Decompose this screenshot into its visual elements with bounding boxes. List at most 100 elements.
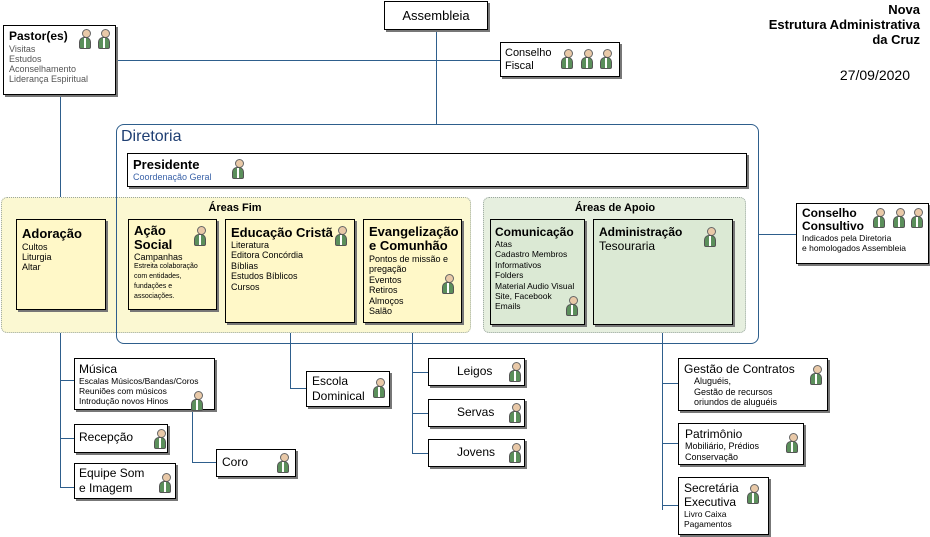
gestao-contratos-title: Gestão de Contratos [684,362,795,376]
person-icon [561,49,573,69]
evangelizacao-title-1: Evangelização [369,224,459,239]
gestao-contratos-item: Gestão de recursos [694,386,773,397]
line-to-gestao [662,383,678,384]
musica-items: Escalas Músicos/Bandas/Coros Reuniões co… [79,376,214,406]
escola-dominical-box[interactable]: Escola Dominical [306,371,390,407]
musica-item: Reuniões com músicos [79,386,167,396]
patrimonio-item: Mobiliário, Prédios [685,441,760,451]
line-musica-coro [192,410,193,462]
person-icon [79,29,91,49]
coro-box[interactable]: Coro [216,449,296,477]
line-to-escola [290,388,306,389]
person-icon [277,453,289,473]
evangelizacao-item: Eventos [369,274,402,285]
adoracao-item: Cultos [22,242,48,252]
educacao-crista-items: Literatura Editora Concórdia Bíblias Est… [231,240,354,292]
comunicacao-item: Emails [495,301,521,312]
administracao-sub: Tesouraria [599,239,656,253]
recepcao-label: Recepção [79,430,134,444]
line-to-servas [412,413,428,414]
jovens-label: Jovens [457,445,496,459]
evangelizacao-item: Pontos de missão e [369,254,449,264]
line-diretoria-consultivo [758,234,796,235]
line-educacao-escola [290,324,291,388]
person-icon [704,227,716,247]
evangelizacao-item: pregação [369,264,407,275]
conselho-consultivo-desc-2: e homologados Assembleia [802,243,906,253]
person-icon [911,208,923,228]
acao-social-desc-line: fundações e [134,283,173,290]
recepcao-box[interactable]: Recepção [74,424,168,453]
adoracao-box[interactable]: Adoração Cultos Liturgia Altar [16,219,106,310]
person-icon [373,378,385,398]
gestao-contratos-box[interactable]: Gestão de Contratos Aluguéis, Gestão de … [678,358,828,411]
line-admin-down [662,326,663,510]
person-icon [509,403,521,423]
comunicacao-item: Material Audio Visual [495,280,575,291]
pastor-title: Pastor(es) [9,29,68,43]
diretoria-frame [116,124,759,344]
leigos-box[interactable]: Leigos [428,358,525,386]
title-line-2: Estrutura Administrativa [768,17,920,32]
line-to-equipe [60,487,74,488]
person-icon [786,433,798,453]
comunicacao-item: Informativos [495,259,542,270]
adoracao-title: Adoração [22,226,82,241]
adoracao-item: Altar [22,262,41,272]
evangelizacao-items: Pontos de missão e pregação Eventos Reti… [369,254,461,316]
assembleia-box[interactable]: Assembleia [384,1,488,30]
line-adoracao-down [60,310,61,488]
pastor-item: Visitas [9,44,36,54]
evangelizacao-box[interactable]: Evangelização e Comunhão Pontos de missã… [363,219,462,323]
servas-box[interactable]: Servas [428,399,525,427]
educacao-crista-title: Educação Cristã [231,225,333,240]
conselho-consultivo-box[interactable]: Conselho Consultivo Indicados pela Diret… [796,203,929,264]
acao-social-box[interactable]: Ação Social Campanhas Estreita colaboraç… [128,219,217,310]
person-icon [873,208,885,228]
pastor-item: Estudos [9,54,42,64]
pastor-item: Aconselhamento [9,64,77,74]
secretaria-box[interactable]: Secretária Executiva Livro Caixa Pagamen… [678,477,769,535]
educacao-crista-item: Bíblias [231,260,259,271]
gestao-contratos-items: Aluguéis, Gestão de recursos oriundos de… [684,376,827,408]
secretaria-items: Livro Caixa Pagamentos [684,509,768,529]
evangelizacao-title-2: e Comunhão [369,238,448,253]
educacao-crista-box[interactable]: Educação Cristã Literatura Editora Concó… [225,219,355,323]
acao-social-desc: Estreita colaboração com entidades, fund… [134,262,216,302]
musica-box[interactable]: Música Escalas Músicos/Bandas/Coros Reun… [74,358,215,411]
escola-dominical-line-2: Dominical [312,389,365,403]
secretaria-item: Livro Caixa [684,509,727,519]
acao-social-sub: Campanhas [134,252,183,262]
musica-item: Escalas Músicos/Bandas/Coros [79,376,199,386]
conselho-fiscal-box[interactable]: Conselho Fiscal [500,42,620,77]
gestao-contratos-item: Aluguéis, [694,376,732,386]
comunicacao-item: Atas [495,239,513,249]
pastor-box[interactable]: Pastor(es) Visitas Estudos Aconselhament… [3,25,116,95]
person-icon [509,443,521,463]
person-icon [98,29,110,49]
person-icon [747,484,759,504]
educacao-crista-item: Estudos Bíblicos [231,271,298,282]
assembleia-label: Assembleia [402,8,470,23]
equipe-som-box[interactable]: Equipe Som e Imagem [74,463,176,499]
escola-dominical-line-1: Escola [312,374,349,388]
person-icon [566,296,578,316]
comunicacao-item: Folders [495,270,524,281]
administracao-box[interactable]: Administração Tesouraria [593,219,733,325]
patrimonio-box[interactable]: Patrimônio Mobiliário, Prédios Conservaç… [678,423,804,465]
chart-date: 27/09/2020 [839,67,910,83]
presidente-box[interactable]: Presidente Coordenação Geral [127,153,747,187]
adoracao-items: Cultos Liturgia Altar [22,242,105,272]
person-icon [600,49,612,69]
evangelizacao-item: Almoços [369,295,404,306]
person-icon [232,159,244,179]
comunicacao-box[interactable]: Comunicação Atas Cadastro Membros Inform… [490,219,585,325]
jovens-box[interactable]: Jovens [428,439,525,467]
conselho-fiscal-line-2: Fiscal [505,60,534,72]
equipe-som-line-2: e Imagem [79,481,133,495]
person-icon [191,391,203,411]
chart-title: Nova Estrutura Administrativa da Cruz [720,2,920,47]
equipe-som-line-1: Equipe Som [79,466,145,480]
comunicacao-title: Comunicação [495,225,574,239]
line-to-recepcao [60,438,74,439]
